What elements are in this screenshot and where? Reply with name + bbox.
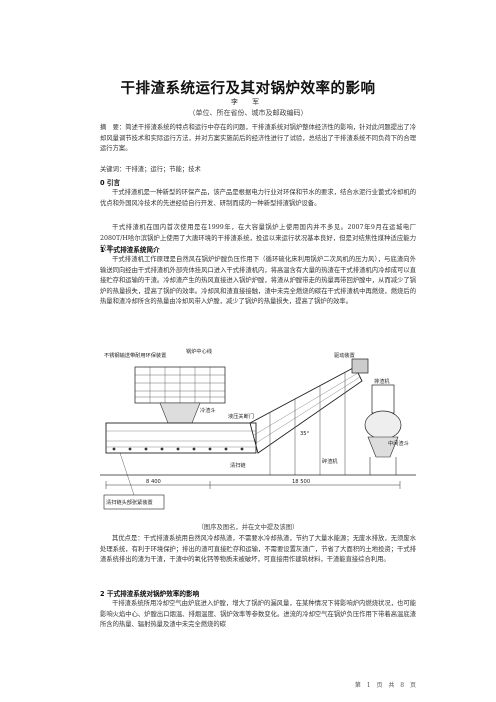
figure-slag-system: 不锈钢输送带耐用环保装置 锅炉中心线 冷渣斗 液压关断门 驱动装置 排渣机 中间… [100, 345, 416, 520]
affiliation: （单位、所在省份、城市及邮政编码） [188, 109, 308, 117]
label-slag-bin: 排渣机 [374, 377, 390, 385]
section-2-paragraph-1: 干排渣系统所用冷却空气由炉底进入炉膛，增大了锅炉的漏风量，在某种情况下将影响炉内… [100, 600, 416, 628]
conveyor-housing [105, 422, 257, 454]
label-hydraulic-door: 液压关断门 [228, 412, 254, 420]
label-angle: 35° [300, 431, 310, 437]
label-cleaning-chain: 清扫链 [230, 461, 246, 469]
label-drive: 驱动装置 [334, 351, 355, 359]
section-1-paragraph-2: 其优点是：干式排渣系统用自然风冷却热渣，不需要水冷却热渣，节约了大量水能源；无废… [100, 535, 416, 563]
label-conveyor: 碎渣机 [322, 457, 338, 465]
page-footer: 第 1 页 共 8 页 [354, 682, 418, 689]
label-seal-device: 不锈钢输送带耐用环保装置 [104, 351, 166, 359]
label-dim-18500: 18 500 [292, 479, 310, 485]
heading-section-1: 1 干式排渣系统简介 [100, 246, 160, 254]
author-name: 李 军 [230, 98, 266, 106]
slag-crusher [371, 384, 395, 414]
intro-paragraph-2: 干式排渣机在国内首次使用是在1999年，在大容量锅炉上使用国内并不多见。2007… [100, 224, 416, 252]
drive-unit [351, 358, 369, 374]
middle-slag-bin [364, 410, 402, 440]
slag-system-drawing: 不锈钢输送带耐用环保装置 锅炉中心线 冷渣斗 液压关断门 驱动装置 排渣机 中间… [100, 347, 416, 510]
label-cold-slag-hopper: 冷渣斗 [200, 406, 216, 414]
label-dim-8400: 8 400 [146, 479, 161, 485]
keywords: 关键词：干排渣；运行；节能；技术 [100, 166, 201, 173]
slag-bin-outlet [367, 436, 399, 458]
label-flame-center: 锅炉中心线 [186, 347, 212, 355]
heading-section-2: 2 干式排渣系统对锅炉效率的影响 [100, 590, 200, 598]
label-middle-hopper: 中间渣斗 [388, 439, 409, 447]
heading-intro: 0 引言 [100, 179, 121, 187]
conveyor-rollers [112, 447, 244, 451]
label-bottom-note: 清扫链头部张紧装置 [106, 498, 153, 506]
cold-slag-hopper [159, 402, 201, 424]
abstract: 摘 要：简述干排渣系统的特点和运行中存在的问题，干排渣系统对锅炉整体经济性的影响… [100, 124, 416, 152]
paper-title: 干排渣系统运行及其对锅炉效率的影响 [120, 81, 376, 97]
intro-paragraph-1: 干式排渣机是一种新型的环保产品，该产品是根据电力行业对环保和节水的要求，结合水泥… [100, 189, 416, 207]
figure-caption: （图序及图名，并在文中提及该图） [197, 524, 299, 531]
section-1-paragraph-1: 干式排渣机工作原理是自然风在锅炉炉膛负压作用下（循环硫化床利用锅炉二次风机的压力… [100, 256, 416, 305]
